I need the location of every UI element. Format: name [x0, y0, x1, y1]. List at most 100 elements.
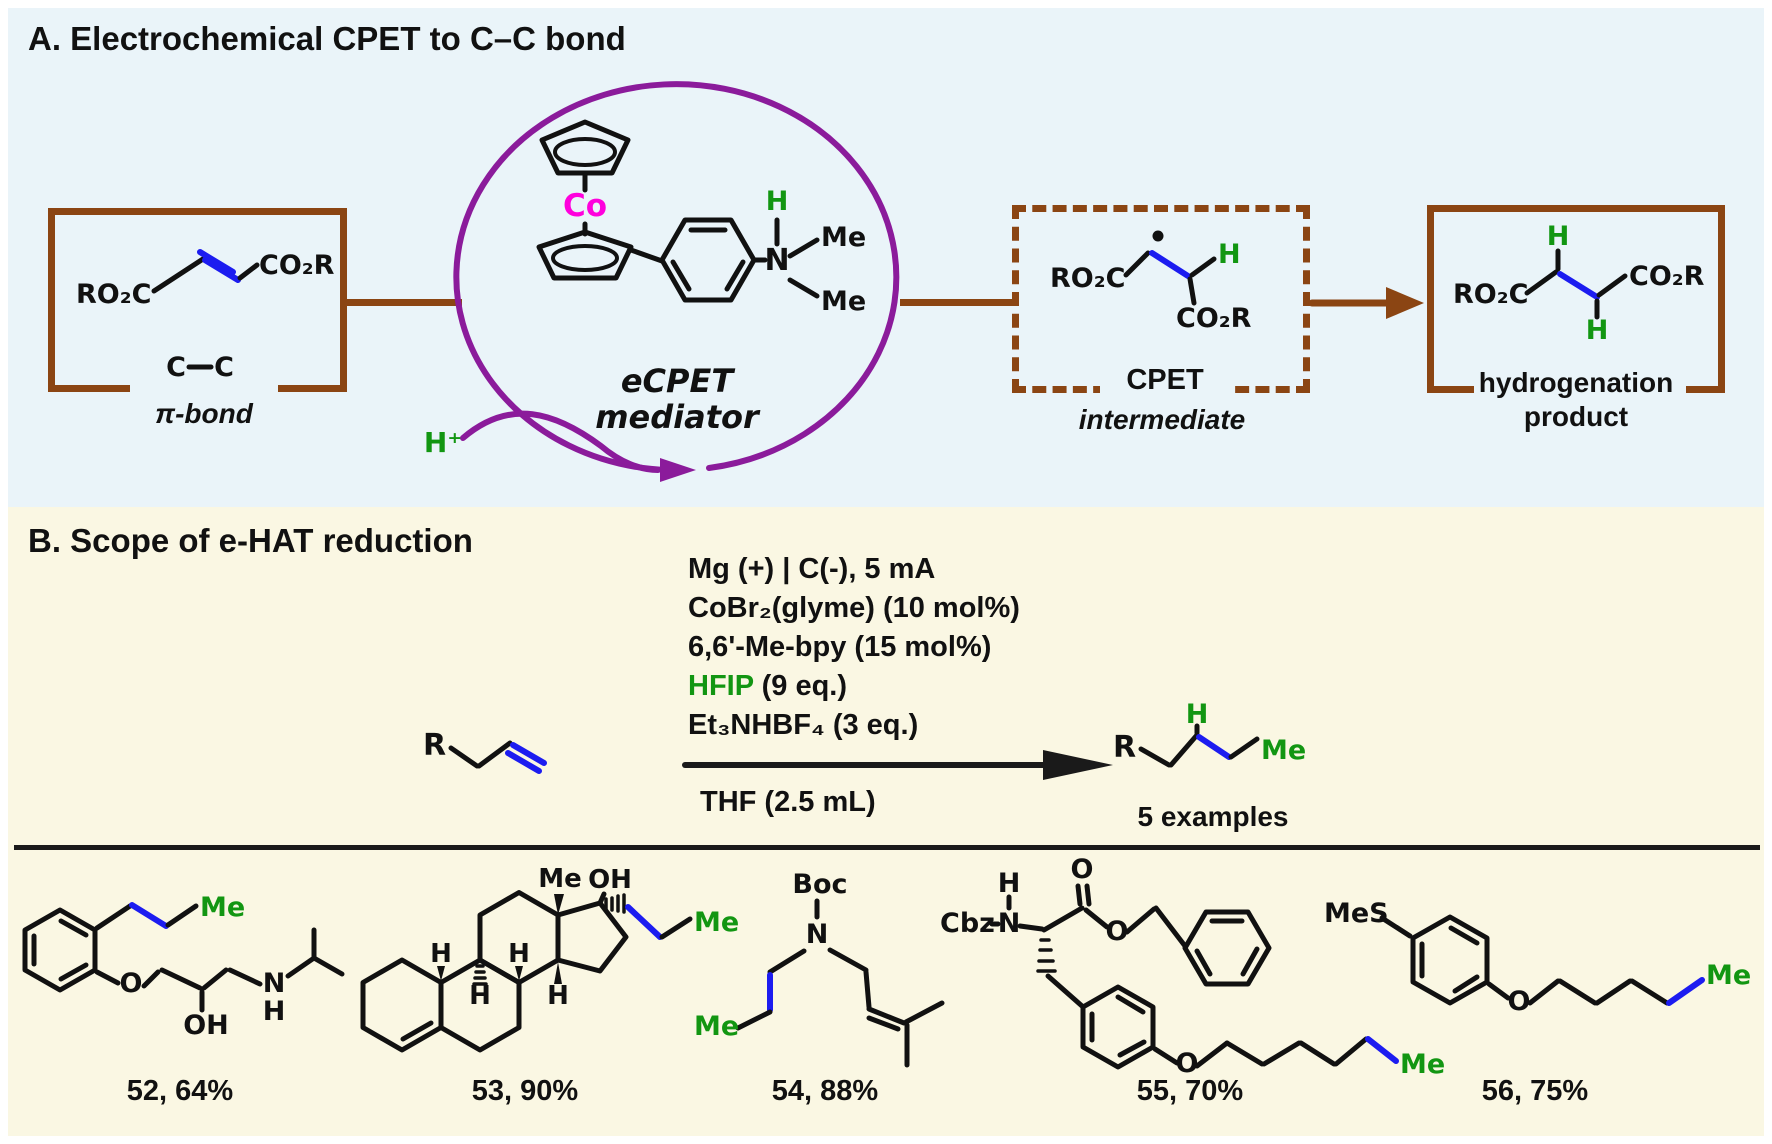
- product-structure: H RO₂C H CO₂R: [1453, 221, 1705, 346]
- section-divider: [14, 845, 1760, 850]
- bracket-stub: [1686, 386, 1718, 393]
- panel-b-title: B. Scope of e-HAT reduction: [28, 522, 473, 559]
- reaction-conditions: Mg (+) | C(-), 5 mA CoBr₂(glyme) (10 mol…: [688, 550, 1020, 745]
- atom-o-ester: O: [1106, 916, 1129, 947]
- atom-r: R: [423, 728, 446, 763]
- atom-h3: H: [469, 981, 491, 1011]
- atom-o-carbonyl: O: [1071, 854, 1094, 885]
- arrowhead-icon: [1043, 750, 1113, 780]
- scheme-reactant: R: [423, 728, 547, 774]
- intermediate-structure: RO₂C H CO₂R: [1050, 230, 1252, 334]
- examples-count: 5 examples: [1137, 801, 1289, 832]
- condition-electrolyte: Et₃NHBF₄ (3 eq.): [688, 709, 919, 741]
- condition-hfip: HFIP (9 eq.): [688, 667, 1020, 706]
- panel-a: A. Electrochemical CPET to C–C bond: [8, 8, 1764, 507]
- atom-h1: H: [430, 939, 452, 969]
- pi-bond-label: π-bond: [155, 398, 253, 429]
- mediator-cycle: H⁺ Co N H Me Me eCPET mediator: [424, 81, 900, 482]
- atom-h-green: H: [766, 186, 789, 217]
- bracket-stub: [278, 385, 340, 392]
- atom-me-green: Me: [200, 892, 245, 923]
- bold-wedge-icon: [554, 894, 564, 915]
- atom-cobalt: Co: [563, 188, 607, 224]
- atom-me-green: Me: [694, 1011, 739, 1042]
- atom-me-angular: Me: [538, 864, 582, 894]
- atom-c1: C: [166, 352, 186, 383]
- connector-line: [347, 299, 462, 306]
- atom-oh: OH: [588, 865, 632, 895]
- product-53-label: 53, 90%: [471, 1075, 579, 1107]
- condition-ligand: 6,6'-Me-bpy (15 mol%): [688, 631, 992, 663]
- atom-h4: H: [547, 981, 569, 1011]
- condition-electrodes: Mg (+) | C(-), 5 mA: [688, 553, 936, 585]
- atom-c2: C: [214, 352, 234, 383]
- product-54-structure: Boc N Me: [694, 869, 945, 1068]
- scheme-product: R H Me: [1113, 699, 1306, 768]
- reaction-arrow-b: [682, 750, 1113, 780]
- atom-ro2c: RO₂C: [1453, 279, 1528, 310]
- product-52-structure: Me O OH N H: [22, 892, 345, 1041]
- arrowhead-icon: [1386, 287, 1424, 319]
- intermediate-sublabel: intermediate: [1078, 404, 1246, 435]
- panel-a-title: A. Electrochemical CPET to C–C bond: [28, 20, 626, 57]
- product-56-structure: MeS O Me: [1324, 898, 1751, 1017]
- intermediate-label: CPET: [1100, 364, 1230, 397]
- atom-co2r: CO₂R: [1176, 303, 1252, 334]
- atom-nh: H: [263, 996, 286, 1027]
- product-55-structure: Cbz H N O O O Me: [940, 854, 1445, 1080]
- mediator-label-1: eCPET: [621, 362, 736, 400]
- atom-h-green: H: [1218, 239, 1241, 270]
- radical-dot-icon: [1152, 230, 1164, 242]
- product-bracket: [1427, 205, 1725, 393]
- atom-ro2c: RO₂C: [1050, 263, 1125, 294]
- product-53-structure: Me OH Me H H H H: [360, 864, 739, 1053]
- atom-h-green: H: [1186, 699, 1209, 730]
- bold-wedge-icon: [437, 966, 445, 981]
- proton-label: H⁺: [424, 426, 462, 459]
- atom-co2r: CO₂R: [1629, 261, 1705, 292]
- atom-h-top: H: [1547, 221, 1570, 252]
- product-52-label: 52, 64%: [126, 1075, 234, 1107]
- condition-solvent: THF (2.5 mL): [700, 786, 876, 818]
- bracket-stub: [55, 385, 130, 392]
- panel-b: B. Scope of e-HAT reduction: [8, 507, 1764, 1136]
- atom-boc: Boc: [792, 869, 847, 900]
- atom-cbz: Cbz: [940, 908, 995, 939]
- mediator-label-2: mediator: [595, 398, 761, 436]
- atom-me-green: Me: [1261, 735, 1306, 766]
- bracket-stub: [1434, 386, 1474, 393]
- bold-wedge-icon: [554, 962, 562, 984]
- reaction-arrow-a: [1308, 287, 1424, 319]
- atom-mes: MeS: [1324, 898, 1389, 929]
- atom-n: N: [806, 919, 829, 950]
- hfip-label: HFIP: [688, 670, 754, 702]
- product-54-label: 54, 88%: [771, 1075, 879, 1107]
- atom-ro2c: RO₂C: [76, 279, 151, 310]
- atom-me-top: Me: [821, 222, 866, 253]
- product-56-label: 56, 75%: [1481, 1075, 1589, 1107]
- atom-n: N: [263, 968, 286, 999]
- connector-line: [900, 299, 1012, 306]
- bold-wedge-icon: [515, 966, 523, 981]
- hfip-eq: (9 eq.): [753, 670, 848, 702]
- atom-o-ether: O: [1176, 1048, 1199, 1079]
- cycle-arrowhead-icon: [660, 458, 696, 482]
- atom-n: N: [764, 243, 789, 278]
- atom-o: O: [1508, 986, 1531, 1017]
- atom-co2r: CO₂R: [259, 250, 335, 281]
- atom-r: R: [1113, 730, 1136, 765]
- substrate-bracket: [48, 208, 347, 392]
- substrate-structure: RO₂C CO₂R C C: [76, 249, 335, 383]
- atom-n: N: [998, 908, 1021, 939]
- atom-h-bottom: H: [1586, 315, 1609, 346]
- condition-catalyst: CoBr₂(glyme) (10 mol%): [688, 592, 1020, 624]
- atom-me-bottom: Me: [821, 286, 866, 317]
- atom-me-green: Me: [1706, 960, 1751, 991]
- atom-o: O: [120, 968, 143, 999]
- atom-me-green: Me: [1400, 1049, 1445, 1080]
- atom-me-green: Me: [694, 907, 739, 938]
- atom-h2: H: [508, 939, 530, 969]
- product-label-2: product: [1523, 401, 1629, 432]
- atom-nh: H: [998, 868, 1021, 899]
